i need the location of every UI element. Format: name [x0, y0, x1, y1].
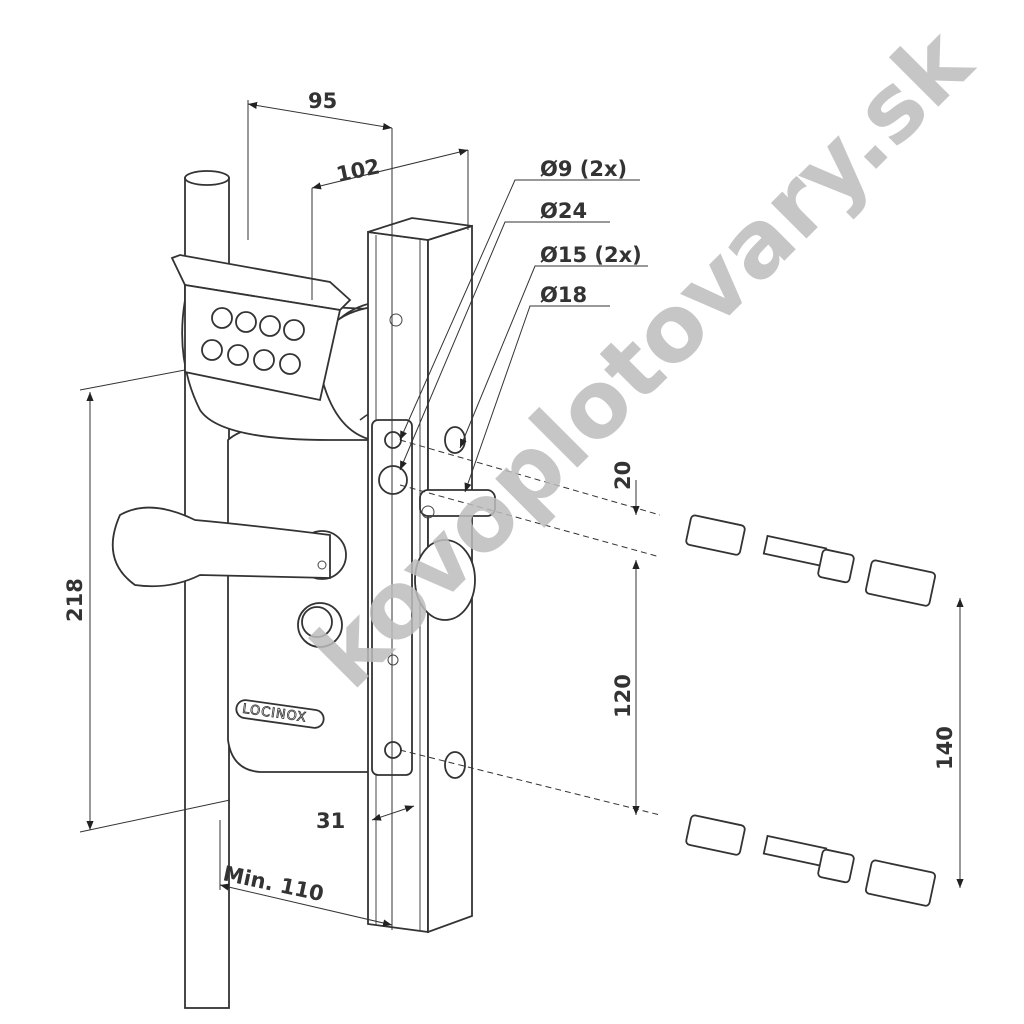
dimension-31: 31: [316, 809, 345, 833]
dimension-140: 140: [933, 726, 957, 770]
fixing-set-bottom: [685, 814, 936, 907]
dimension-20: 20: [611, 461, 635, 490]
dimension-120: 120: [611, 674, 635, 718]
keypad-buttons: [201, 307, 305, 375]
dimension-102: 102: [334, 154, 382, 187]
label-hole-24: Ø24: [540, 199, 587, 223]
dimension-95: 95: [308, 89, 337, 113]
dimension-min-110: Min. 110: [221, 861, 326, 906]
square-gate-post: [367, 217, 496, 934]
latch: [419, 489, 496, 517]
lever-handle: [111, 506, 347, 588]
label-hole-18: Ø18: [540, 283, 587, 307]
fixing-set-top: [685, 514, 936, 607]
label-hole-15: Ø15 (2x): [540, 243, 642, 267]
label-hole-9: Ø9 (2x): [540, 157, 627, 181]
dimension-lines: [79, 100, 964, 930]
brand-plate: LOCINOX: [235, 699, 325, 729]
dimension-218: 218: [63, 578, 87, 622]
